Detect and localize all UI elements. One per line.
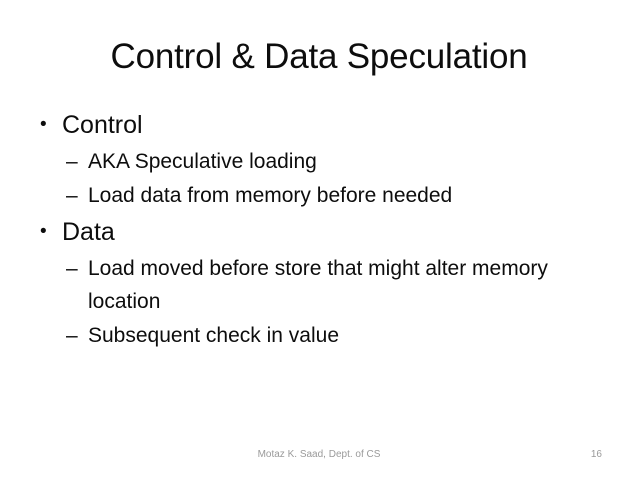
- bullet-level2-label: AKA Speculative loading: [88, 150, 317, 173]
- dash-icon: –: [66, 184, 78, 207]
- bullet-level2-item: – Subsequent check in value: [26, 319, 614, 352]
- bullet-level2-item: – Load data from memory before needed: [26, 179, 614, 212]
- dash-icon: –: [66, 150, 78, 173]
- bullet-level1-label: Control: [62, 111, 143, 139]
- slide-number: 16: [590, 449, 602, 460]
- bullet-level2-label: Load moved before store that might alter…: [88, 257, 548, 313]
- bullet-level2-label: Subsequent check in value: [88, 324, 340, 347]
- dash-icon: –: [66, 257, 78, 280]
- bullet-level2-label: Load data from memory before needed: [88, 184, 453, 207]
- dash-icon: –: [66, 324, 78, 347]
- slide-body: • Control – AKA Speculative loading – Lo…: [26, 106, 614, 353]
- bullet-level1-label: Data: [62, 218, 115, 246]
- bullet-dot-icon: •: [40, 114, 47, 135]
- bullet-dot-icon: •: [40, 221, 47, 242]
- page-title: Control & Data Speculation: [110, 37, 528, 76]
- footer-attribution: Motaz K. Saad, Dept. of CS: [257, 449, 381, 460]
- bullet-level2-item: – AKA Speculative loading: [26, 145, 614, 178]
- bullet-level1-control: • Control: [26, 106, 614, 144]
- bullet-level1-data: • Data: [26, 213, 614, 251]
- bullet-level2-item: – Load moved before store that might alt…: [26, 252, 614, 318]
